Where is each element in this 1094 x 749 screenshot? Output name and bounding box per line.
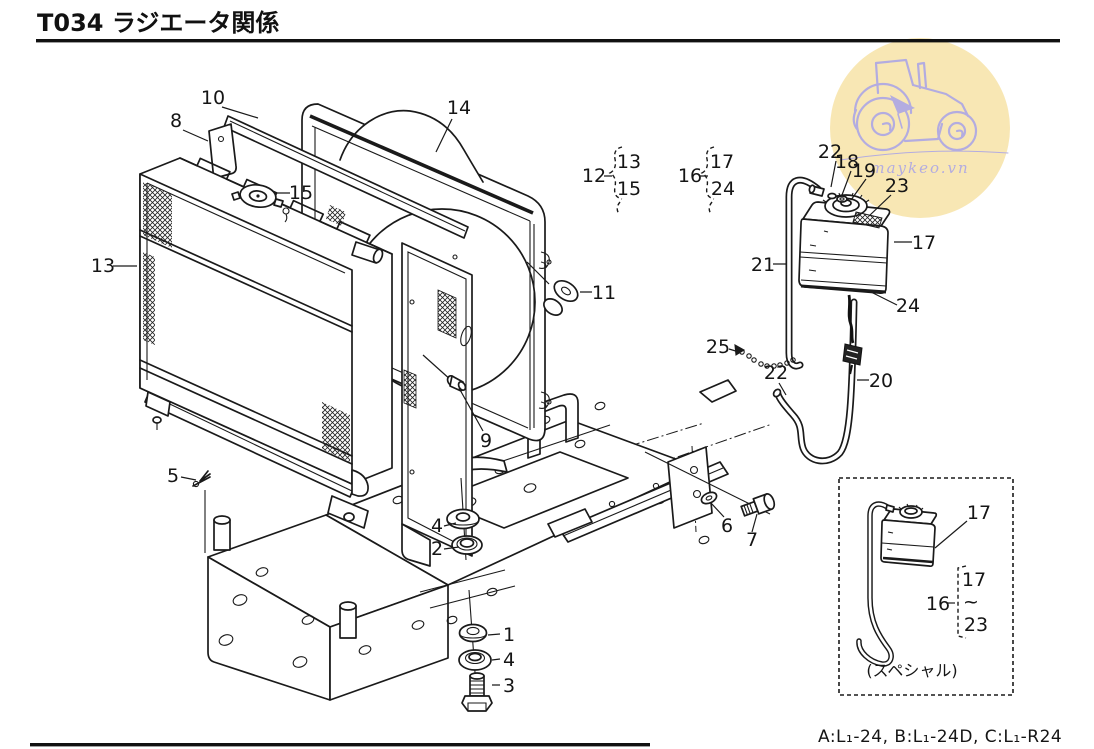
- callouts: 10 8 14 15 13 12 13 15 16 17 24 11 9 22 …: [91, 87, 936, 697]
- callout-4a: 4: [431, 515, 443, 537]
- radiator-cap-15: [231, 183, 290, 223]
- inset-reserve-tank: [880, 503, 938, 568]
- reserve-tank-17: [798, 184, 891, 294]
- callout-4b: 4: [503, 649, 515, 671]
- callout-group-16-item-24: 24: [711, 178, 735, 200]
- callout-1: 1: [503, 624, 515, 646]
- callout-inset-17: 17: [967, 502, 991, 524]
- clip-11: [526, 261, 579, 316]
- stay-10: [223, 115, 469, 239]
- callout-13: 13: [91, 255, 115, 277]
- callout-inset-range-tilde: ~: [963, 591, 979, 613]
- cotter-pin-5: [192, 470, 211, 553]
- bottom-rule: [30, 743, 650, 747]
- callout-group-12-item-13: 13: [617, 151, 641, 173]
- callout-6: 6: [721, 515, 733, 537]
- model-applicability-note: A:L₁-24, B:L₁-24D, C:L₁-R24: [818, 727, 1062, 747]
- callout-inset-23: 23: [964, 614, 988, 636]
- callout-9: 9: [480, 430, 492, 452]
- bolt-3: [461, 672, 493, 712]
- inset-caption: (スペシャル): [866, 661, 957, 680]
- washer-6-bolt-7: [644, 451, 776, 517]
- callout-7: 7: [746, 529, 758, 551]
- callout-inset-range-from: 17: [962, 569, 986, 591]
- callout-inset-16: 16: [926, 593, 950, 615]
- watermark-circle: [830, 38, 1010, 218]
- callout-15: 15: [289, 182, 313, 204]
- drain-chain-25: [734, 344, 796, 369]
- callout-25: 25: [706, 336, 730, 358]
- sensor-wire-connector: [842, 294, 863, 375]
- callout-20: 20: [869, 370, 893, 392]
- callout-14: 14: [447, 97, 471, 119]
- callout-22b: 22: [764, 362, 788, 384]
- callout-group-12-item-15: 15: [617, 178, 641, 200]
- callout-22a: 22: [818, 141, 842, 163]
- watermark: maykeo.vn: [830, 38, 1010, 218]
- callout-17: 17: [912, 232, 936, 254]
- callout-19: 19: [852, 160, 876, 182]
- callout-group-16-item-17: 17: [710, 151, 734, 173]
- inset-box: 17 16 17 ~ 23 (スペシャル): [838, 477, 1014, 696]
- group-brace-12: [608, 146, 623, 215]
- callout-21: 21: [751, 254, 775, 276]
- callout-11: 11: [592, 282, 616, 304]
- callout-8: 8: [170, 110, 182, 132]
- callout-5: 5: [167, 465, 179, 487]
- callout-23: 23: [885, 175, 909, 197]
- watermark-text: maykeo.vn: [870, 159, 969, 177]
- page-title: T034 ラジエータ関係: [37, 9, 279, 37]
- callout-group-12: 12: [582, 165, 606, 187]
- group-brace-16: [700, 146, 715, 215]
- callout-18: 18: [835, 151, 859, 173]
- callout-10: 10: [201, 87, 225, 109]
- tractor-icon: [839, 58, 1009, 161]
- leader-lines: [113, 106, 912, 686]
- radiator-13: [139, 157, 393, 529]
- drain-plug-9: [422, 354, 467, 392]
- air-guide-panel: [401, 242, 473, 567]
- title-rule: [36, 39, 1060, 43]
- callout-3: 3: [503, 675, 515, 697]
- callout-2: 2: [431, 538, 443, 560]
- reserve-tank-assembly: [734, 176, 891, 465]
- callout-group-16: 16: [678, 165, 702, 187]
- callout-24: 24: [896, 295, 920, 317]
- mount-stack-lower: [458, 623, 493, 712]
